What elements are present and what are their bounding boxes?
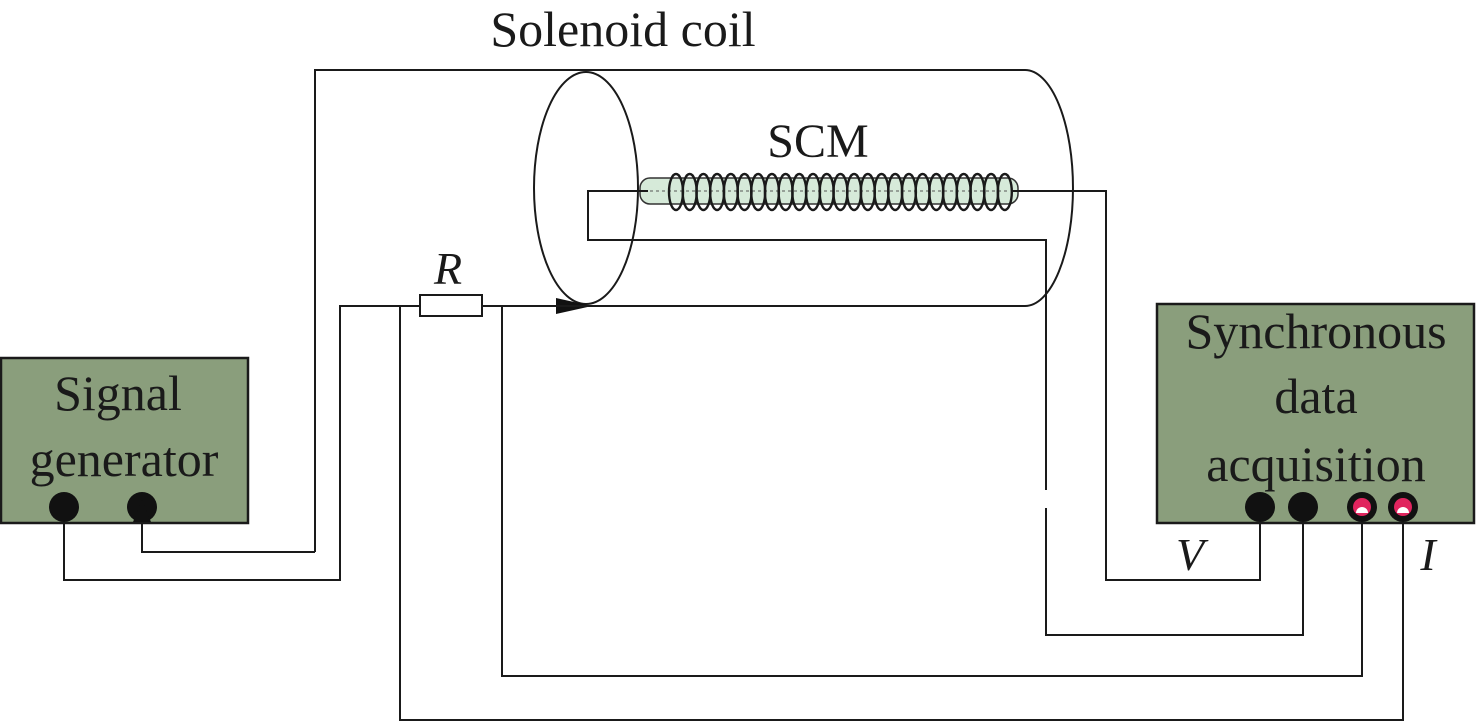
voltage-terminal-1 (1245, 492, 1275, 522)
signal-generator-output-wire (141, 515, 315, 553)
scm-winding (667, 172, 1013, 212)
signal-generator-output-arrow (133, 500, 151, 522)
current-sense-wire-lower (399, 306, 1404, 721)
resistor-left-wire (63, 305, 420, 581)
solenoid-coil-label: Solenoid coil (490, 1, 755, 57)
signal-generator-box (0, 356, 250, 525)
signal-generator: Signal generator (0, 356, 315, 553)
data-acquisition-label-line2: data (1274, 368, 1357, 424)
data-acquisition-label-line3: acquisition (1206, 436, 1425, 492)
resistor: R (63, 243, 1404, 721)
current-terminal-1 (1347, 492, 1377, 522)
scm-lead-left (587, 190, 1047, 490)
scm-lead-left-lower (1045, 508, 1304, 636)
scm-sensor: SCM (587, 115, 1304, 636)
scm-lead-right (1012, 190, 1261, 581)
data-acquisition-box (1155, 302, 1476, 525)
data-acquisition-label-line1: Synchronous (1185, 303, 1446, 359)
scm-winding-turn (996, 172, 1013, 212)
resistor-label: R (433, 243, 462, 294)
voltage-label: V (1176, 529, 1209, 580)
current-sense-wire-upper (501, 306, 1363, 677)
voltage-terminal-2 (1288, 492, 1318, 522)
current-label: I (1419, 529, 1438, 580)
signal-generator-terminal-1 (49, 492, 79, 522)
scm-label: SCM (767, 115, 868, 168)
data-acquisition: Synchronous data acquisition V I (1155, 302, 1476, 580)
solenoid-front-end (533, 71, 639, 305)
signal-generator-label-line2: generator (30, 431, 219, 487)
signal-generator-label-line1: Signal (54, 365, 182, 421)
current-terminal-2 (1388, 492, 1418, 522)
resistor-body (419, 294, 483, 317)
